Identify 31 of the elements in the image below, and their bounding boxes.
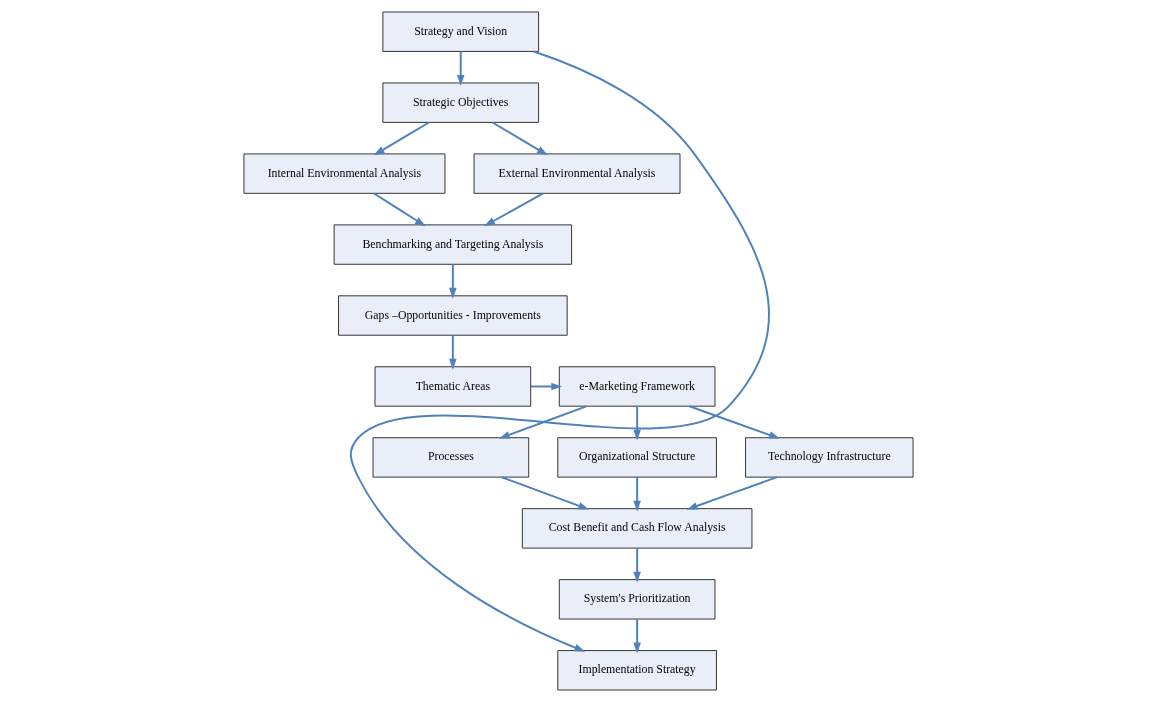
node-box: External Environmental Analysis [473, 153, 680, 194]
node-box: Internal Environmental Analysis [242, 153, 445, 194]
node-box: e-Marketing Framework [558, 366, 715, 407]
arrow [687, 405, 780, 439]
arrow [372, 192, 426, 227]
arrow [632, 618, 641, 654]
arrow [491, 121, 548, 156]
arrow [483, 192, 544, 227]
arrow [632, 405, 641, 441]
arrow [686, 476, 778, 510]
arrow [456, 50, 465, 86]
arrow [529, 382, 562, 391]
node-box: Thematic Areas [374, 366, 531, 407]
arrow [448, 334, 457, 370]
node-box: Gaps –Opportunities - Improvements [337, 295, 568, 336]
node-box: Strategic Objectives [381, 82, 539, 123]
node-box: Processes [372, 437, 529, 478]
node-box: System's Prioritization [558, 579, 715, 620]
arrow [632, 547, 641, 583]
node-box: Cost Benefit and Cash Flow Analysis [521, 508, 752, 549]
node-box: Organizational Structure [556, 437, 717, 478]
arrow [498, 405, 587, 439]
node-box: Strategy and Vision [381, 11, 539, 52]
node-box: Implementation Strategy [556, 650, 717, 691]
arrow [373, 121, 430, 156]
arrow [349, 50, 770, 652]
node-box: Benchmarking and Targeting Analysis [333, 224, 572, 265]
arrow [500, 476, 589, 510]
arrow [632, 476, 641, 512]
node-box: Technology Infrastructure [744, 437, 914, 478]
arrow [448, 263, 457, 299]
